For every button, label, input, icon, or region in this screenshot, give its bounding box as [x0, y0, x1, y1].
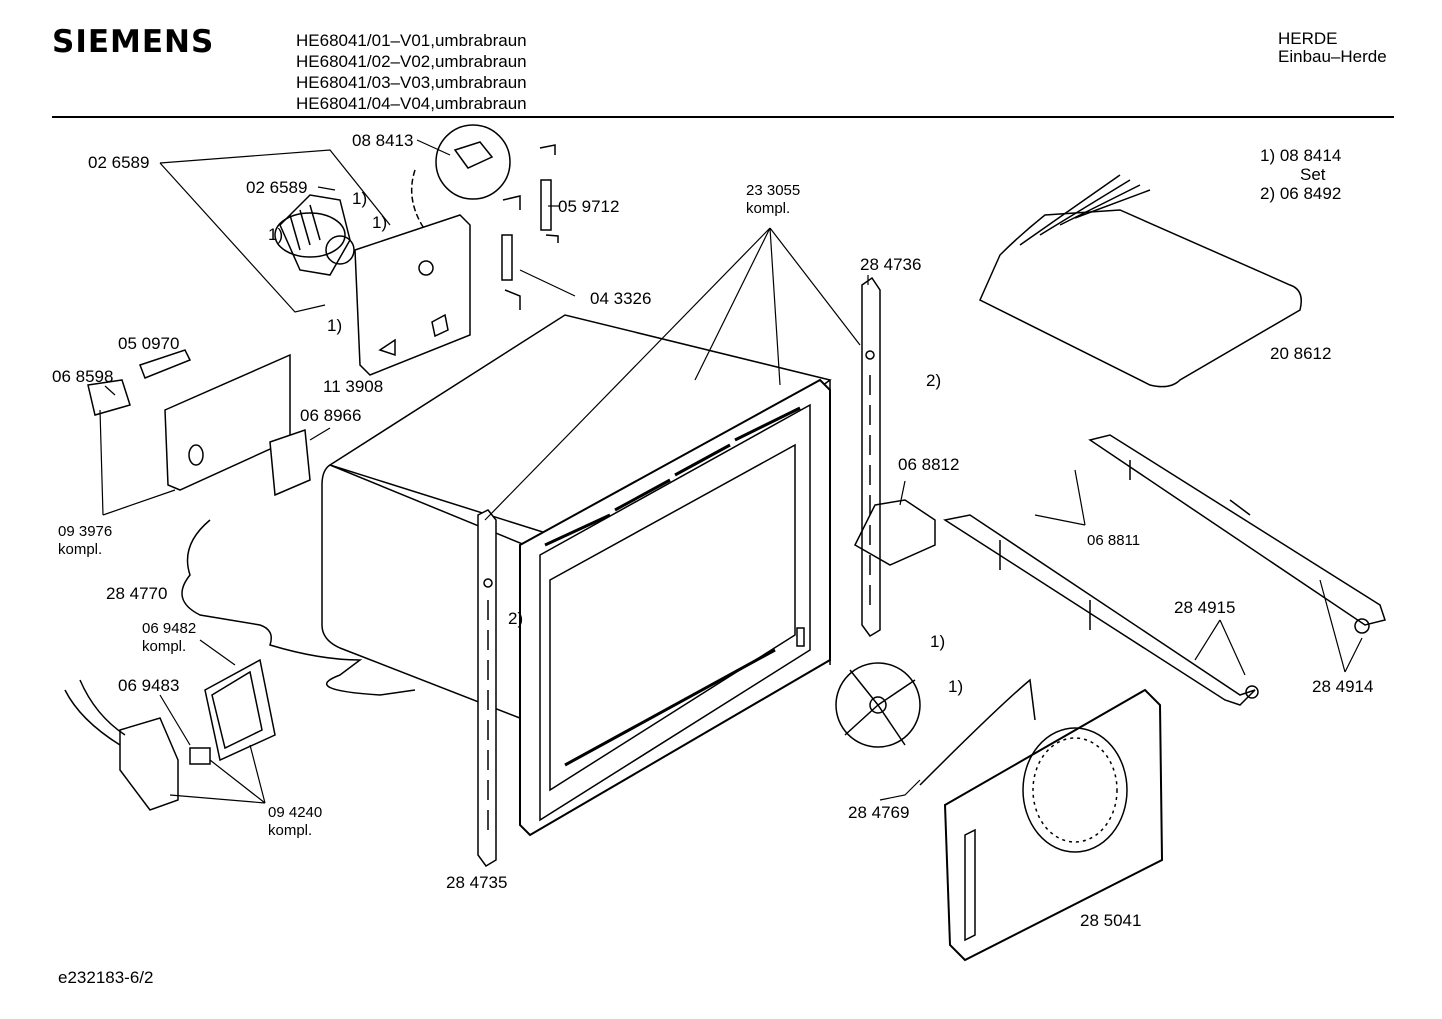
oven-lamp — [64, 658, 276, 811]
part-label: kompl. — [268, 822, 313, 839]
oven-cavity — [321, 314, 832, 722]
part-label: kompl. — [746, 200, 791, 217]
rack-bushing — [1245, 685, 1259, 699]
footnote-marker: 1) — [327, 316, 343, 335]
category-block: HERDE Einbau–Herde — [1278, 30, 1387, 66]
part-label: 04 3326 — [590, 289, 652, 308]
legend-line-2: 2) 06 8492 — [1260, 184, 1342, 203]
part-label: 28 4735 — [446, 873, 508, 892]
part-label: 05 0970 — [118, 334, 180, 353]
element-terminals — [1019, 174, 1151, 246]
footnote-marker: 2) — [508, 609, 524, 628]
part-label: 28 5041 — [1080, 911, 1142, 930]
part-label: 06 8811 — [1087, 532, 1141, 549]
part-label: kompl. — [142, 638, 187, 655]
lower-heating-element — [181, 519, 416, 696]
category-subtitle: Einbau–Herde — [1278, 47, 1387, 66]
side-rail-left — [477, 509, 497, 867]
part-label: 28 4915 — [1174, 598, 1236, 617]
model-line: HE68041/03–V03,umbrabraun — [296, 73, 527, 92]
part-label: 06 8966 — [300, 406, 362, 425]
model-line: HE68041/02–V02,umbrabraun — [296, 52, 527, 71]
hinge-pins — [501, 144, 559, 310]
thermostat-icon — [453, 141, 494, 169]
top-heating-element — [979, 209, 1302, 388]
footnote-marker: 2) — [926, 371, 942, 390]
brand-logo: SIEMENS — [52, 24, 215, 60]
part-label: 20 8612 — [1270, 344, 1332, 363]
fan-motor — [274, 194, 355, 276]
convection-fan — [835, 662, 921, 748]
rack-support-right — [1088, 434, 1386, 626]
part-label: 05 9712 — [558, 197, 620, 216]
part-label: 23 3055 — [746, 182, 801, 199]
footnote-marker: 1) — [372, 213, 388, 232]
part-label: 02 6589 — [88, 153, 150, 172]
legend-line-1: 1) 08 8414 — [1260, 146, 1342, 165]
part-label: 11 3908 — [323, 377, 384, 396]
fan-cover-wire — [919, 678, 1036, 786]
part-label: 09 3976 — [58, 523, 113, 540]
model-line: HE68041/04–V04,umbrabraun — [296, 94, 527, 113]
category-title: HERDE — [1278, 29, 1338, 48]
part-label: 06 9482 — [142, 620, 197, 637]
thermostat-lead — [410, 169, 426, 231]
footnote-marker: 1) — [268, 225, 284, 244]
leader-lines — [99, 139, 1363, 804]
rack-bushing — [1354, 618, 1370, 634]
legend-set-label: Set — [1300, 165, 1326, 184]
footnote-legend: 1) 08 8414 Set 2) 06 8492 — [1260, 146, 1341, 203]
part-label: 28 4770 — [106, 584, 168, 603]
part-label: 06 9483 — [118, 676, 180, 695]
footnote-marker: 1) — [352, 189, 368, 208]
control-bracket — [87, 349, 311, 497]
rack-support-left — [943, 514, 1256, 706]
part-label: 06 8598 — [52, 367, 114, 386]
motor-mounting-plate — [354, 214, 471, 376]
part-label: 08 8413 — [352, 131, 414, 150]
part-label: 28 4736 — [860, 255, 922, 274]
model-list: HE68041/01–V01,umbrabraun HE68041/02–V02… — [296, 30, 527, 114]
catch-bracket — [854, 499, 936, 566]
model-line: HE68041/01–V01,umbrabraun — [296, 31, 527, 50]
fan-cover — [943, 688, 1164, 962]
oven-front-frame — [519, 378, 831, 837]
footnote-marker: 1) — [930, 632, 946, 651]
part-label: 28 4769 — [848, 803, 910, 822]
part-label: 09 4240 — [268, 804, 323, 821]
thermostat-detail-circle — [435, 124, 511, 200]
footnote-marker: 1) — [948, 677, 964, 696]
part-label: kompl. — [58, 541, 103, 558]
drawing-code: e232183-6/2 — [58, 968, 154, 987]
header-divider — [52, 116, 1394, 118]
part-label: 28 4914 — [1312, 677, 1374, 696]
side-rail-right — [861, 276, 881, 637]
part-label: 06 8812 — [898, 455, 960, 474]
part-label: 02 6589 — [246, 178, 308, 197]
